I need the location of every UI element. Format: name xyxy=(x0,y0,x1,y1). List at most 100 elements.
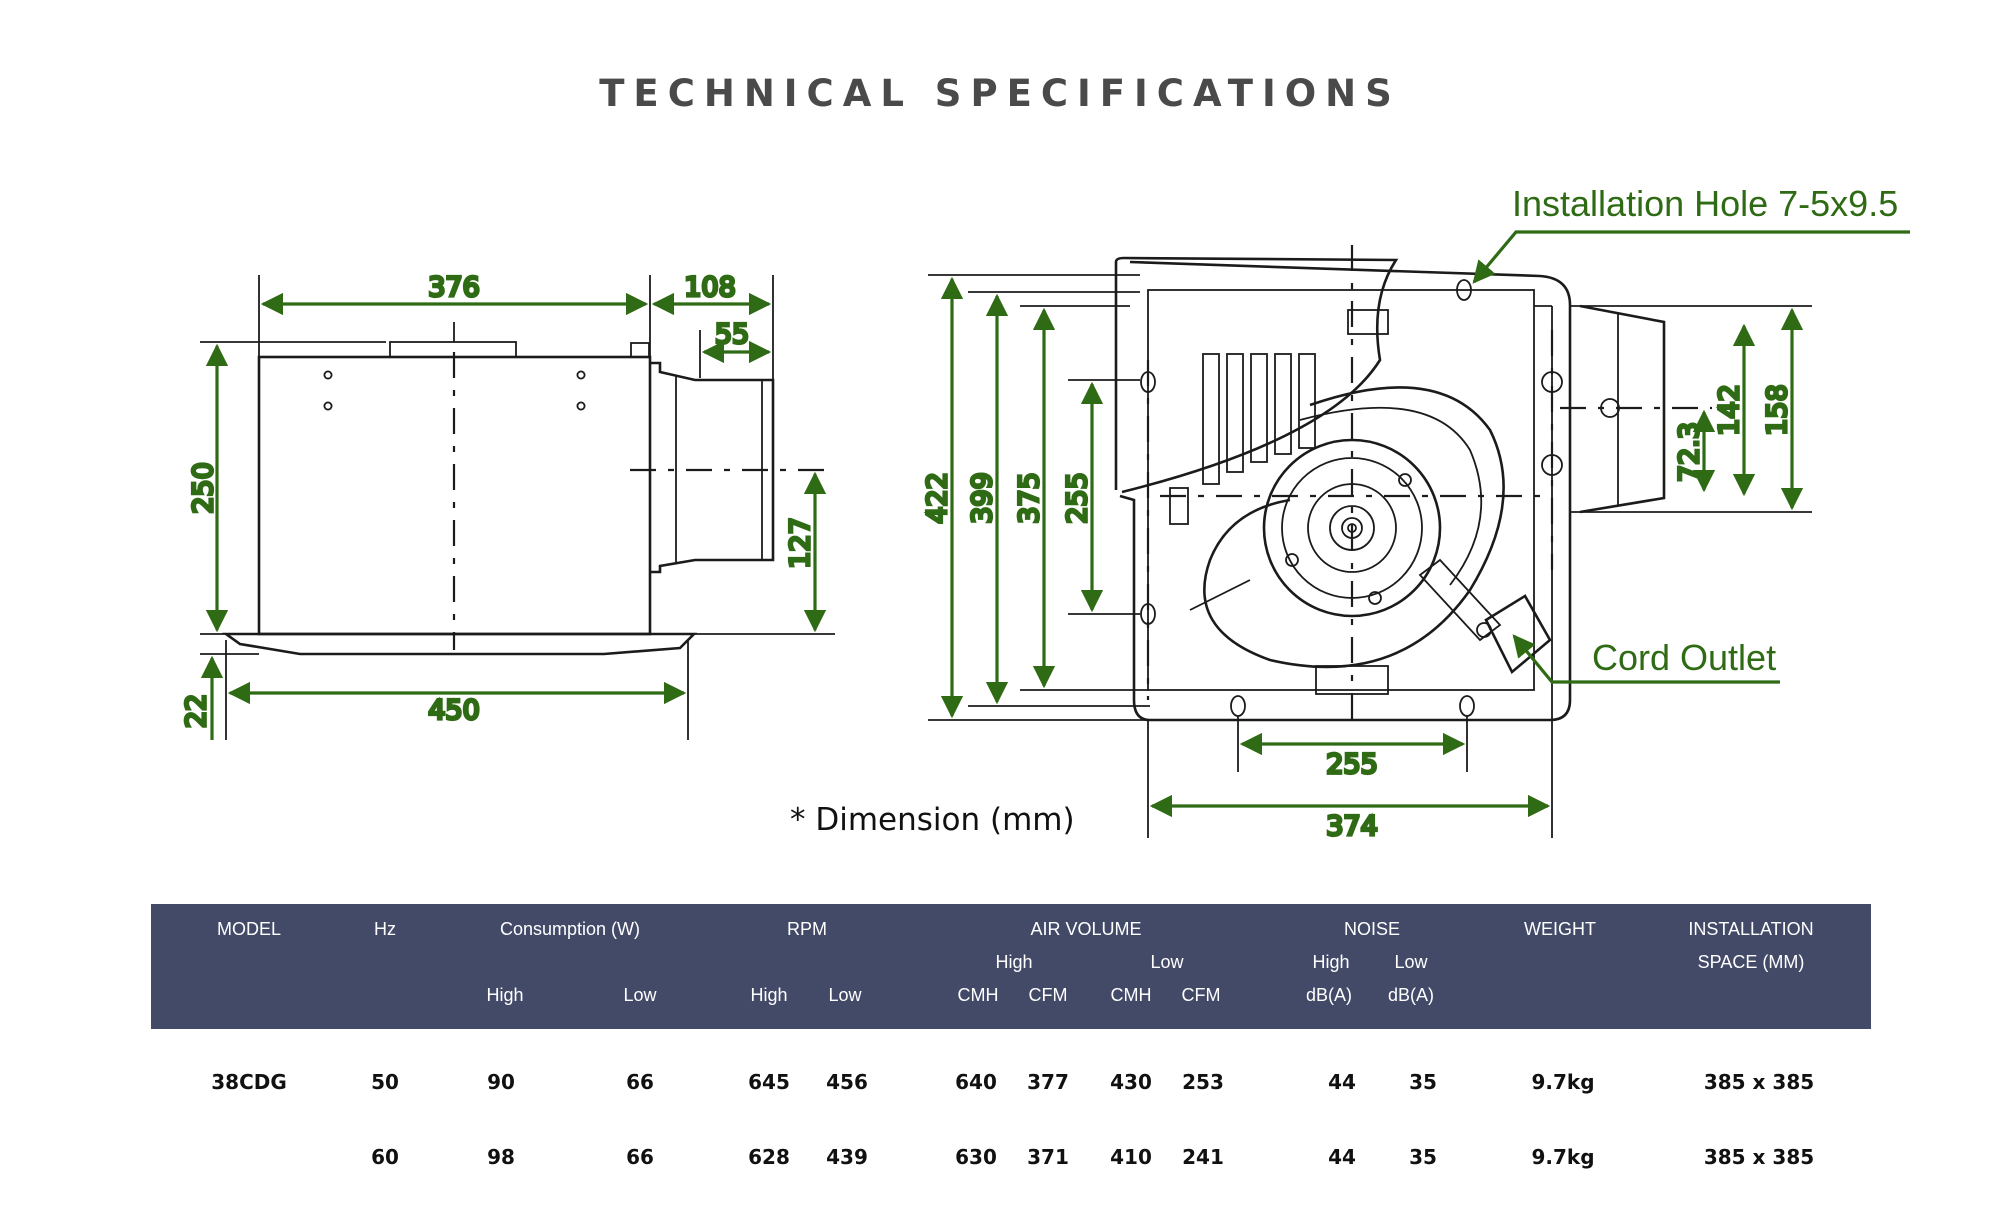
header-cmh-low: CMH xyxy=(1110,985,1152,1005)
header-cfm-low: CFM xyxy=(1181,985,1221,1005)
fin xyxy=(1226,353,1244,473)
dim-label: 374 xyxy=(1326,811,1378,842)
header-install-line2: SPACE (MM) xyxy=(1697,952,1805,972)
cell-cmh-high: 630 xyxy=(955,1145,997,1169)
page-title: TECHNICAL SPECIFICATIONS xyxy=(599,72,1401,115)
cell-model: 38CDG xyxy=(211,1070,287,1094)
left-bracket xyxy=(1169,487,1189,525)
install-hole xyxy=(1140,603,1156,625)
header-air-low: Low xyxy=(1150,952,1184,972)
cord-grommet xyxy=(1476,622,1492,638)
header-weight: WEIGHT xyxy=(1524,919,1596,939)
header-noise-low: Low xyxy=(1394,952,1428,972)
header-air-volume: AIR VOLUME xyxy=(1030,919,1142,939)
cell-cfm-low: 253 xyxy=(1182,1070,1224,1094)
header-install-line1: INSTALLATION xyxy=(1688,919,1814,939)
housing-cut xyxy=(1114,256,1399,494)
header-air-high: High xyxy=(995,952,1033,972)
cell-cfm-low: 241 xyxy=(1182,1145,1224,1169)
header-model: MODEL xyxy=(216,919,282,939)
mount-hole xyxy=(576,401,586,411)
side-top-tab xyxy=(630,342,650,358)
cell-rpm-low: 439 xyxy=(826,1145,868,1169)
cell-noise-low: 35 xyxy=(1409,1145,1437,1169)
header-dba-high: dB(A) xyxy=(1305,985,1353,1005)
header-rpm: RPM xyxy=(787,919,827,939)
header-noise: NOISE xyxy=(1343,919,1401,939)
cell-weight: 9.7kg xyxy=(1531,1070,1595,1094)
mount-hole xyxy=(576,370,586,380)
fin xyxy=(1250,353,1268,463)
outlet-side xyxy=(1579,304,1666,514)
fin xyxy=(1202,353,1220,485)
technical-drawing: 376 108 55 250 127 22 450 xyxy=(179,183,1910,844)
header-cons-high: High xyxy=(486,985,524,1005)
motor-bolt xyxy=(1285,553,1299,567)
cord-outlet-callout: Cord Outlet xyxy=(1592,637,1776,678)
install-hole xyxy=(1140,371,1156,393)
blower-scroll-inner xyxy=(1299,406,1483,586)
header-rpm-low: Low xyxy=(828,985,862,1005)
installation-hole-callout: Installation Hole 7-5x9.5 xyxy=(1512,183,1898,224)
mount-hole xyxy=(323,370,333,380)
side-view: 376 108 55 250 127 22 450 xyxy=(179,270,835,740)
wing-bar xyxy=(1189,579,1251,611)
motor-bolt xyxy=(1398,473,1412,487)
header-cons-low: Low xyxy=(623,985,657,1005)
dim-label: 375 xyxy=(1014,472,1045,524)
dimension-note: * Dimension (mm) xyxy=(790,802,1075,838)
cell-cons-low: 66 xyxy=(626,1070,654,1094)
cell-hz: 50 xyxy=(371,1070,399,1094)
cell-rpm-low: 456 xyxy=(826,1070,868,1094)
install-hole xyxy=(1456,279,1472,301)
dim-label: 158 xyxy=(1762,384,1793,436)
install-hole xyxy=(1459,695,1475,717)
dim-label: 127 xyxy=(785,517,816,569)
cell-cons-high: 98 xyxy=(487,1145,515,1169)
cell-rpm-high: 628 xyxy=(748,1145,790,1169)
dim-label: 22 xyxy=(181,694,212,728)
dim-label: 55 xyxy=(715,319,749,350)
dim-label: 250 xyxy=(188,462,219,514)
cell-cfm-high: 377 xyxy=(1027,1070,1069,1094)
cord-clamp xyxy=(1418,558,1502,642)
dim-label: 72.3 xyxy=(1674,422,1705,482)
fin xyxy=(1274,353,1292,455)
callout-leader xyxy=(1472,230,1910,284)
header-consumption: Consumption (W) xyxy=(499,919,641,939)
mount-hole xyxy=(323,401,333,411)
fin xyxy=(1298,353,1316,449)
dim-label: 142 xyxy=(1714,384,1745,436)
callout-leader xyxy=(1512,634,1780,684)
dim-label: 255 xyxy=(1062,472,1093,524)
cord-box xyxy=(1484,594,1552,675)
dim-label: 376 xyxy=(428,272,480,303)
cell-noise-high: 44 xyxy=(1328,1145,1356,1169)
dim-label: 399 xyxy=(967,472,998,524)
dim-label: 108 xyxy=(684,272,736,303)
dim-label: 422 xyxy=(922,472,953,524)
bottom-view: 422 399 375 255 72.3 142 158 255 374 Ins… xyxy=(920,183,1910,844)
header-dba-low: dB(A) xyxy=(1387,985,1435,1005)
cell-cmh-low: 410 xyxy=(1110,1145,1152,1169)
cell-cmh-low: 430 xyxy=(1110,1070,1152,1094)
header-cfm-high: CFM xyxy=(1028,985,1068,1005)
cell-noise-low: 35 xyxy=(1409,1070,1437,1094)
dim-label: 450 xyxy=(428,695,480,726)
cell-noise-high: 44 xyxy=(1328,1070,1356,1094)
dim-label: 255 xyxy=(1326,749,1378,780)
install-hole xyxy=(1230,695,1246,717)
inner-frame xyxy=(1147,289,1535,691)
spec-table-header: MODEL Hz Consumption (W) High Low RPM Hi… xyxy=(151,904,1871,1029)
cell-install: 385 x 385 xyxy=(1703,1070,1815,1094)
header-cmh-high: CMH xyxy=(957,985,999,1005)
install-hole xyxy=(1541,454,1563,476)
cell-weight: 9.7kg xyxy=(1531,1145,1595,1169)
header-noise-high: High xyxy=(1312,952,1350,972)
cell-hz: 60 xyxy=(371,1145,399,1169)
install-hole xyxy=(1541,371,1563,393)
cell-cons-high: 90 xyxy=(487,1070,515,1094)
cell-cfm-high: 371 xyxy=(1027,1145,1069,1169)
motor-outer xyxy=(1262,438,1442,618)
motor-bolt xyxy=(1368,591,1382,605)
